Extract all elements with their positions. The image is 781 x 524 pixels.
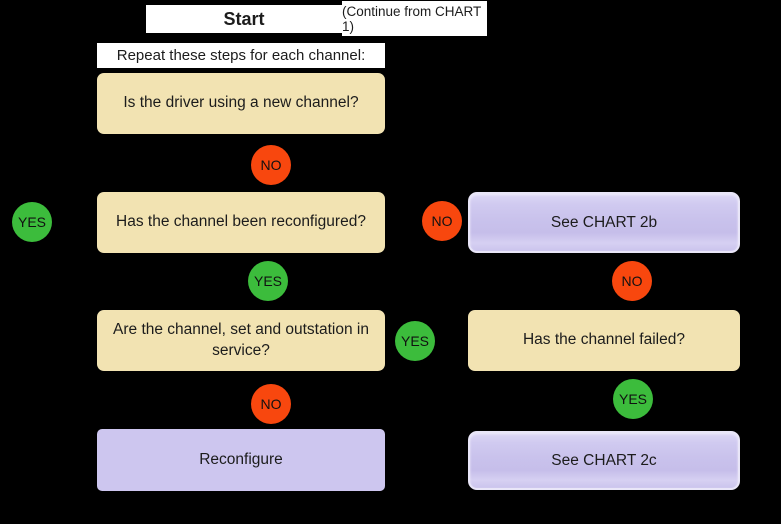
see-chart-2c-label: See CHART 2c: [551, 451, 657, 469]
no-badge-not-in-service: NO: [251, 384, 291, 424]
no-badge-label: NO: [431, 213, 453, 229]
question-new-channel-label: Is the driver using a new channel?: [123, 94, 359, 112]
question-channel-failed-label: Has the channel failed?: [522, 331, 685, 349]
question-reconfigured: Has the channel been reconfigured?: [97, 192, 385, 253]
reconfigure-label: Reconfigure: [199, 451, 283, 468]
yes-badge-channel-failed: YES: [613, 379, 653, 419]
no-badge-label: NO: [260, 396, 282, 412]
question-new-channel: Is the driver using a new channel?: [97, 73, 385, 134]
yes-badge-left-loop: YES: [12, 202, 52, 242]
yes-badge-label: YES: [17, 214, 46, 230]
yes-badge-reconfigured: YES: [248, 261, 288, 301]
see-chart-2c-button[interactable]: See CHART 2c: [468, 431, 740, 490]
no-badge-new-channel: NO: [251, 145, 291, 185]
continue-label: (Continue from CHART 1): [342, 3, 482, 34]
yes-badge-label: YES: [618, 391, 647, 407]
yes-badge-in-service: YES: [395, 321, 435, 361]
no-badge-label: NO: [621, 273, 643, 289]
yes-badge-label: YES: [400, 333, 429, 349]
see-chart-2b-button[interactable]: See CHART 2b: [468, 192, 740, 253]
continue-banner: (Continue from CHART 1): [342, 1, 487, 36]
no-badge-to-chart-2b: NO: [422, 201, 462, 241]
yes-badge-label: YES: [253, 273, 282, 289]
question-channel-failed: Has the channel failed?: [468, 310, 740, 371]
question-in-service-label: Are the channel, set and outstation in s…: [113, 320, 369, 359]
start-banner: Start: [146, 5, 342, 33]
repeat-instruction: Repeat these steps for each channel:: [97, 43, 385, 68]
question-reconfigured-label: Has the channel been reconfigured?: [116, 213, 366, 231]
question-in-service: Are the channel, set and outstation in s…: [97, 310, 385, 371]
reconfigure-box: Reconfigure: [97, 429, 385, 491]
repeat-instruction-label: Repeat these steps for each channel:: [116, 47, 366, 64]
start-label: Start: [223, 8, 265, 29]
see-chart-2b-label: See CHART 2b: [550, 213, 658, 231]
no-badge-label: NO: [260, 157, 282, 173]
no-badge-under-chart-2b: NO: [612, 261, 652, 301]
